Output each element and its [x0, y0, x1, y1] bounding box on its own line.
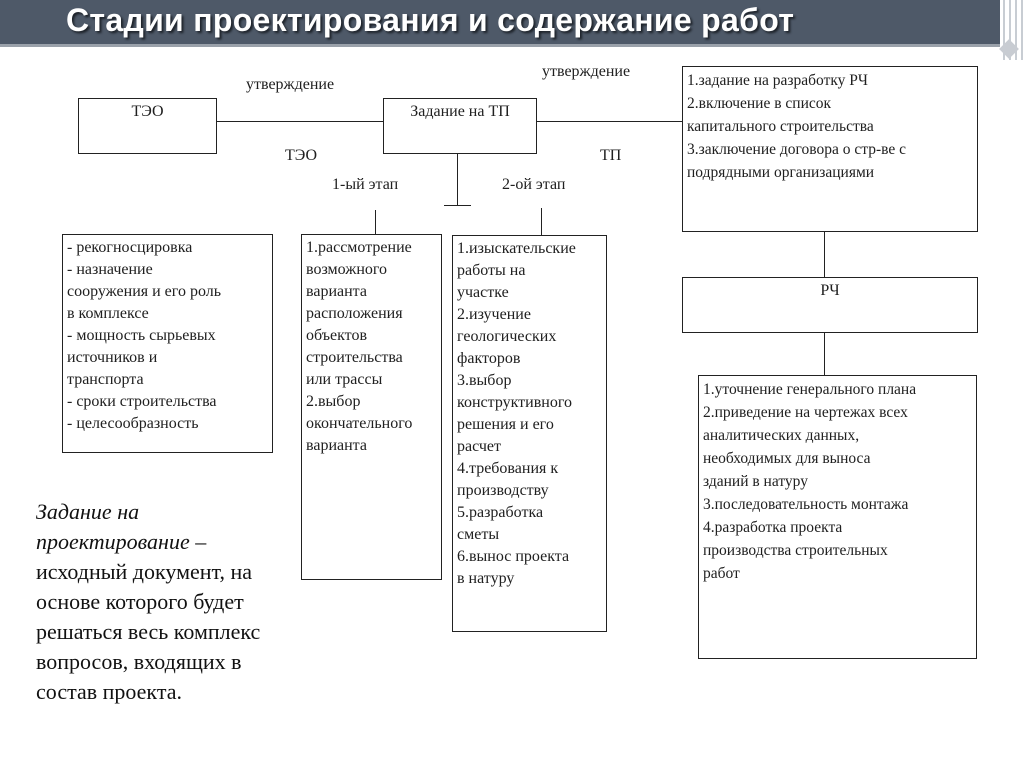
corner-decoration — [1015, 0, 1017, 60]
stage1-contents-box: 1.рассмотрение возможного варианта распо… — [301, 234, 442, 580]
teo-label: ТЭО — [285, 147, 318, 164]
corner-decoration — [1021, 0, 1023, 60]
stage1-label: 1-ый этап — [332, 176, 399, 193]
corner-decoration — [1003, 0, 1005, 60]
title-bar: Стадии проектирования и содержание работ — [0, 0, 1000, 46]
connector-line — [824, 333, 825, 375]
corner-decoration — [0, 44, 1000, 47]
teo-contents-box: - рекогносцировка - назначение сооружени… — [62, 234, 273, 453]
page-title: Стадии проектирования и содержание работ — [66, 2, 795, 38]
stage2-contents-box: 1.изыскательские работы на участке 2.изу… — [452, 235, 607, 632]
rc-contents-box: 1.уточнение генерального плана 2.приведе… — [698, 375, 977, 659]
zadanie-tp-box: Задание на ТП — [383, 98, 537, 154]
connector-line — [444, 205, 471, 206]
corner-decoration — [1009, 0, 1011, 60]
rc-box: РЧ — [682, 277, 978, 333]
approval-label-left: утверждение — [246, 76, 335, 93]
stage2-label: 2-ой этап — [502, 176, 566, 193]
connector-line — [824, 232, 825, 277]
connector-line — [537, 121, 682, 122]
teo-box: ТЭО — [78, 98, 217, 154]
definition-term: Задание на проектирование — [36, 499, 190, 554]
connector-line — [217, 121, 383, 122]
connector-line — [541, 208, 542, 235]
tp-label: ТП — [600, 147, 622, 164]
connector-line — [375, 210, 376, 234]
connector-line — [457, 154, 458, 205]
definition-body: – исходный документ, на основе которого … — [36, 529, 261, 704]
rc-tasks-box: 1.задание на разработку РЧ 2.включение в… — [682, 66, 978, 232]
definition-text: Задание на проектирование – исходный док… — [36, 497, 296, 707]
approval-label-right: утверждение — [542, 63, 631, 80]
